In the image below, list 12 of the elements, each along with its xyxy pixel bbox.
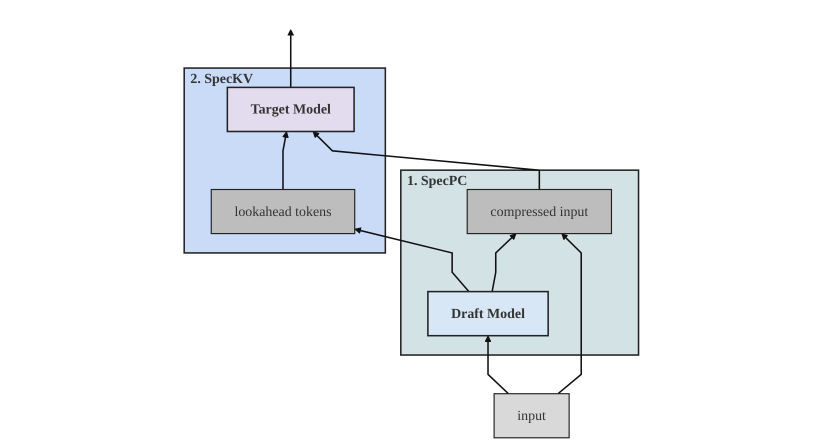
node-box: Draft Model — [427, 290, 550, 336]
node-box: lookahead tokens — [210, 188, 356, 234]
arrow — [354, 227, 470, 292]
arrow — [312, 131, 540, 190]
arrow — [282, 131, 289, 190]
arrow — [484, 335, 510, 394]
arrow — [287, 29, 294, 88]
arrow — [492, 233, 517, 292]
node-box: Target Model — [226, 86, 355, 132]
arrow — [558, 233, 582, 394]
node-box: input — [494, 393, 570, 438]
node-box: compressed input — [466, 188, 612, 234]
